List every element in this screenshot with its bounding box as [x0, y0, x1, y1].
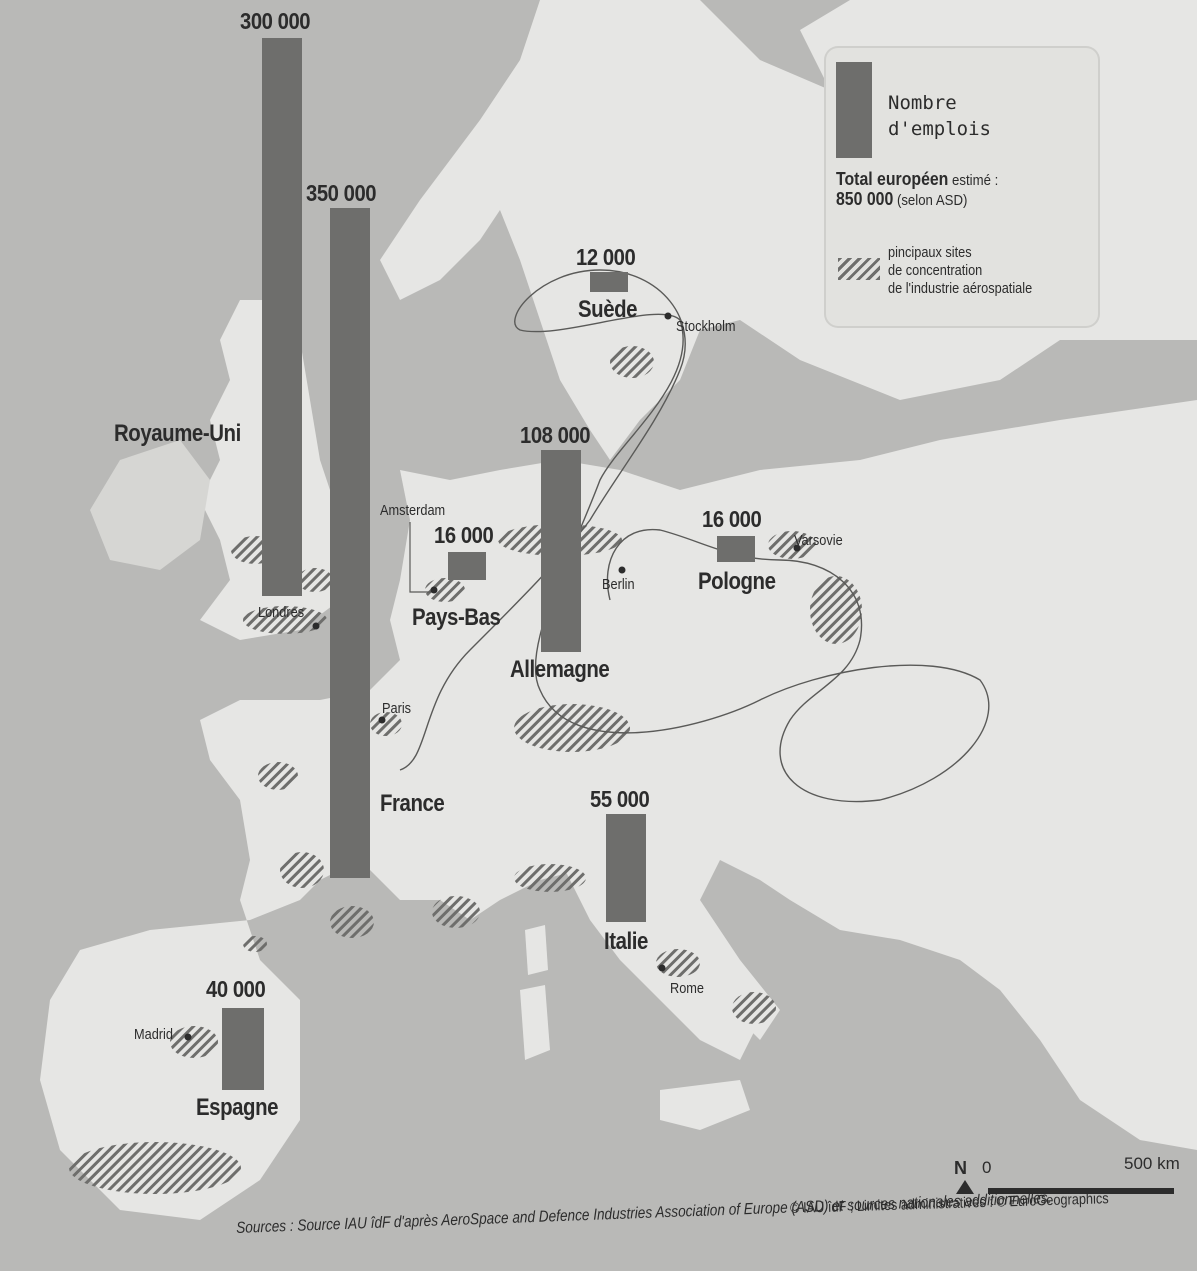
site-spain-north: [243, 936, 267, 952]
employment-bars: [222, 38, 755, 1090]
sardinia-landmass: [520, 985, 550, 1060]
legend-hatch-swatch: [838, 258, 880, 280]
corsica-landmass: [525, 925, 548, 975]
bar-royaume-uni: [262, 38, 302, 596]
city-label-londres: Londres: [258, 604, 305, 621]
site-andalusia: [69, 1142, 241, 1194]
city-label-varsovie: Varsovie: [794, 532, 843, 549]
bar-pays-bas: [448, 552, 486, 580]
legend-sites-label: pincipaux sites de concentration de l'in…: [888, 244, 1032, 298]
legend-bar-swatch: [836, 62, 872, 158]
pen-scribble: [399, 269, 990, 803]
legend-total-source: (selon ASD): [896, 192, 968, 209]
ireland-landmass: [90, 440, 210, 570]
legend-total-prefix: Total européen: [836, 169, 949, 189]
legend-box: Nombre d'emplois Total européen estimé :…: [826, 48, 1098, 326]
country-label-suede: Suède: [578, 296, 638, 323]
scale-and-north: N 0 500 km: [950, 1150, 1190, 1210]
site-italy-north: [514, 864, 586, 892]
city-label-paris: Paris: [382, 700, 412, 717]
country-label-espagne: Espagne: [196, 1094, 279, 1121]
city-label-stockholm: Stockholm: [676, 318, 736, 335]
city-dot-londres: [312, 622, 320, 630]
scale-zero-label: 0: [982, 1158, 992, 1177]
city-dot-paris: [378, 716, 386, 724]
scale-distance-label: 500 km: [1124, 1154, 1180, 1173]
site-uk-south: [243, 606, 327, 634]
country-label-royaume-uni: Royaume-Uni: [114, 420, 241, 447]
city-label-rome: Rome: [670, 980, 705, 997]
city-label-amsterdam: Amsterdam: [380, 502, 446, 519]
bar-suede: [590, 272, 628, 292]
bar-pologne: [717, 536, 755, 562]
site-france-south: [432, 896, 480, 928]
site-naples: [732, 992, 776, 1024]
aerospace-sites: [69, 346, 862, 1194]
country-label-pologne: Pologne: [698, 568, 776, 595]
north-label: N: [954, 1158, 967, 1178]
value-label-allemagne: 108 000: [520, 422, 591, 448]
value-label-italie: 55 000: [590, 786, 650, 812]
bar-italie: [606, 814, 646, 922]
city-dot-stockholm: [664, 312, 672, 320]
site-france-southwest: [280, 852, 324, 888]
site-france-west: [258, 762, 298, 790]
country-label-allemagne: Allemagne: [510, 656, 610, 683]
site-toulouse: [330, 906, 374, 938]
legend-jobs-line2: d'emplois: [888, 118, 991, 140]
legend-sites-line1: pincipaux sites: [888, 244, 972, 261]
site-germany-south: [514, 704, 630, 752]
country-label-pays-bas: Pays-Bas: [412, 604, 501, 631]
bar-france: [330, 208, 370, 878]
city-dot-madrid: [184, 1033, 192, 1041]
value-label-france: 350 000: [306, 180, 377, 206]
legend-total-value: 850 000: [836, 189, 894, 209]
site-uk-middle: [297, 568, 333, 592]
legend-jobs-line1: Nombre: [888, 92, 957, 114]
sicily-landmass: [660, 1080, 750, 1130]
legend-sites-line2: de concentration: [888, 262, 983, 279]
site-sweden: [610, 346, 654, 378]
value-label-royaume-uni: 300 000: [240, 8, 311, 34]
city-dots: [184, 312, 801, 1041]
value-label-suede: 12 000: [576, 244, 636, 270]
city-dot-varsovie: [793, 544, 801, 552]
scale-bar: [988, 1188, 1174, 1194]
legend-total-suffix: estimé :: [952, 172, 999, 189]
legend-total: Total européen estimé : 850 000 (selon A…: [836, 170, 998, 210]
city-dot-rome: [658, 964, 666, 972]
country-label-italie: Italie: [604, 928, 648, 955]
bar-espagne: [222, 1008, 264, 1090]
site-poland-south: [810, 576, 862, 644]
site-paris: [370, 712, 402, 736]
value-label-pays-bas: 16 000: [434, 522, 494, 548]
legend-sites-line3: de l'industrie aérospatiale: [888, 280, 1033, 297]
bar-allemagne: [541, 450, 581, 652]
site-madrid: [170, 1026, 218, 1058]
amsterdam-bracket: [409, 522, 436, 593]
value-label-espagne: 40 000: [206, 976, 266, 1002]
site-warsaw: [768, 531, 816, 559]
country-label-france: France: [380, 790, 445, 817]
value-label-pologne: 16 000: [702, 506, 762, 532]
site-netherlands: [425, 578, 465, 602]
city-dot-berlin: [618, 566, 626, 574]
city-dot-amsterdam: [430, 586, 438, 594]
city-label-berlin: Berlin: [602, 576, 635, 593]
city-label-madrid: Madrid: [134, 1026, 173, 1043]
site-rome: [656, 949, 700, 977]
legend-jobs-label: Nombre d'emplois: [888, 90, 991, 142]
continental-europe-landmass: [40, 400, 1197, 1220]
north-arrow-icon: [956, 1180, 974, 1194]
